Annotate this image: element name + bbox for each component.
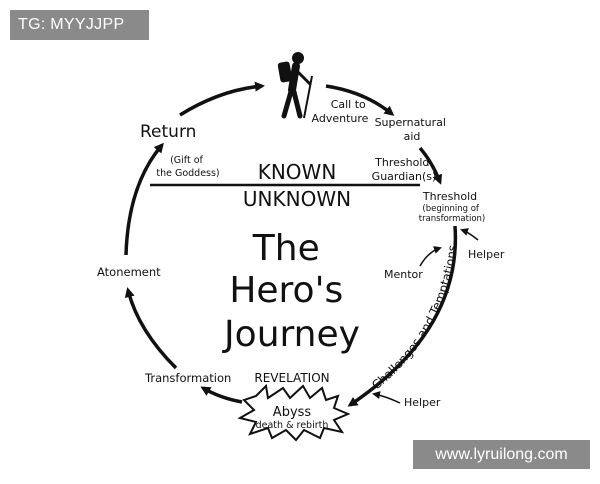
arc-return-to-hero: [179, 81, 265, 117]
threshold-guardians-label: Threshold Guardian(s): [372, 156, 437, 183]
helper-label-1: Helper: [468, 248, 505, 261]
mentor-label: Mentor: [384, 268, 423, 281]
diagram-title: The Hero's Journey: [222, 228, 360, 355]
arc-aid-to-threshold: [418, 146, 443, 185]
helper-arrow-1: [460, 228, 479, 241]
helper-label-2: Helper: [404, 396, 441, 409]
arc-threshold-to-abyss: [347, 225, 458, 407]
gift-of-goddess-label: (Gift of the Goddess): [156, 155, 219, 179]
supernatural-aid-label: Supernatural aid: [375, 116, 450, 143]
known-label: KNOWN: [258, 160, 337, 184]
threshold-note: (beginning of transformation): [419, 204, 485, 224]
threshold-label: Threshold: [422, 190, 477, 203]
unknown-label: UNKNOWN: [243, 187, 351, 211]
atonement-label: Atonement: [97, 265, 161, 279]
watermark-top: TG: MYYJJPP: [10, 10, 149, 40]
transformation-label: Transformation: [144, 371, 231, 385]
arc-atonement-to-return: [124, 142, 164, 256]
challenges-label: Challenges and Temptations: [369, 244, 459, 392]
arc-transformation-to-atonement: [124, 287, 178, 370]
arc-abyss-to-transformation: [200, 386, 243, 404]
hiker-icon: [277, 52, 313, 119]
mentor-arrow: [419, 246, 442, 267]
arc-hero-to-aid: [325, 84, 395, 116]
helper-arrow-2: [372, 391, 401, 404]
abyss-label: Abyss: [273, 405, 312, 420]
abyss-burst: [237, 383, 351, 442]
call-to-adventure-label: Call to Adventure: [312, 98, 370, 125]
revelation-label: REVELATION: [254, 371, 329, 385]
abyss-note: death & rebirth: [256, 420, 329, 431]
watermark-bottom: www.lyruilong.com: [413, 440, 590, 469]
return-label: Return: [140, 122, 196, 142]
